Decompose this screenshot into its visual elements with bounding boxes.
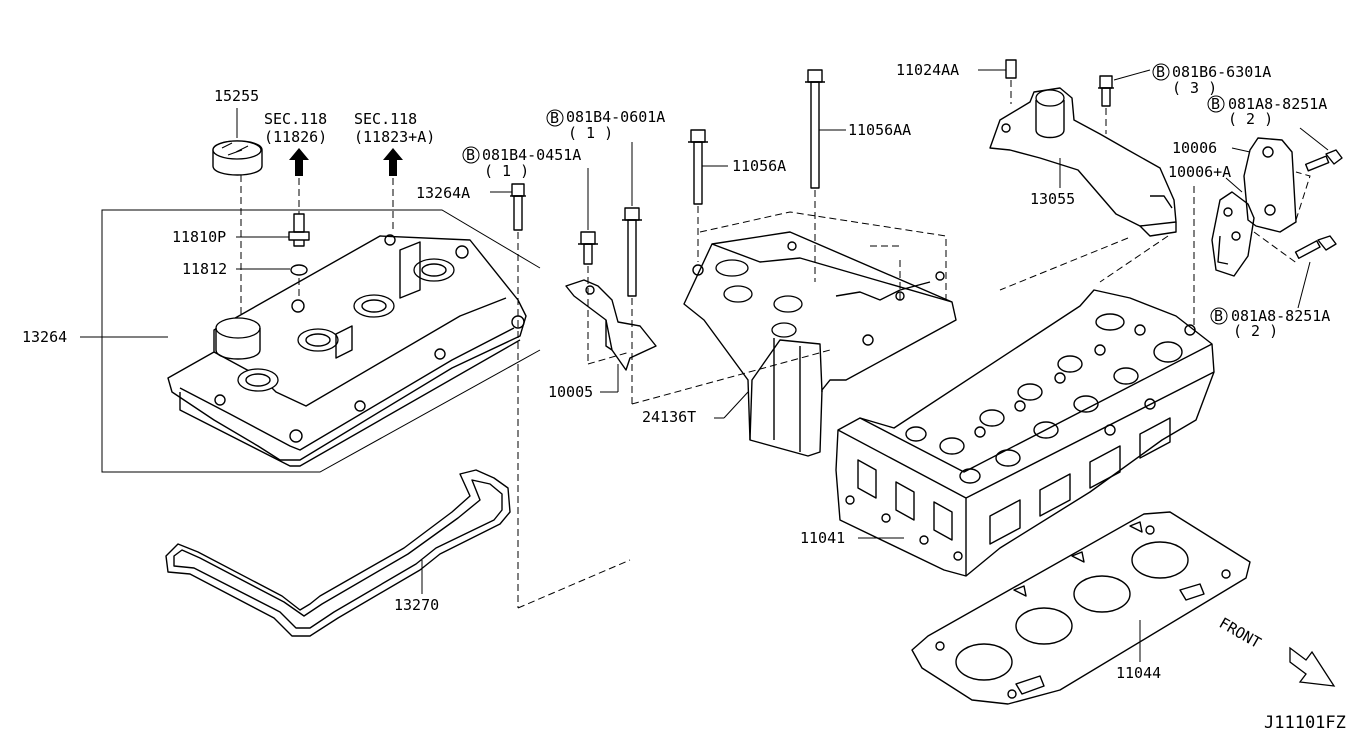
label-13264: 13264	[22, 328, 67, 346]
bolt-081A8-8251A-lower[interactable]	[1294, 235, 1337, 309]
label-11056AA: 11056AA	[848, 121, 911, 139]
bolt-081A8-8251A-upper[interactable]	[1299, 127, 1343, 172]
head-gasket[interactable]	[911, 511, 1251, 705]
label-13264A: 13264A	[416, 184, 470, 202]
bolt-marker-icon: B	[1152, 63, 1170, 81]
front-arrow-icon	[1289, 646, 1336, 687]
rocker-cover-gasket[interactable]	[165, 469, 511, 637]
oil-filler-cap[interactable]	[212, 108, 263, 176]
label-081A8-8251A-lower: 081A8-8251A	[1231, 307, 1330, 325]
label-081B4-0601A-qty: ( 1 )	[568, 124, 613, 142]
bracket-13055[interactable]	[989, 87, 1177, 237]
label-11810P: 11810P	[172, 228, 226, 246]
label-081B6-6301A-qty: ( 3 )	[1172, 79, 1217, 97]
label-10006A: 10006+A	[1168, 163, 1231, 181]
bolt-marker-icon: B	[546, 109, 564, 127]
svg-text:B: B	[466, 146, 475, 164]
bracket-10006A[interactable]	[1211, 177, 1255, 277]
bolt-marker-icon: B	[462, 146, 480, 164]
label-10005: 10005	[548, 383, 593, 401]
dowel-pin[interactable]	[978, 59, 1017, 79]
bolt-081B4-0451A[interactable]	[578, 168, 598, 265]
label-081B4-0451A: 081B4-0451A	[482, 146, 581, 164]
label-081B6-6301A: 081B6-6301A	[1172, 63, 1271, 81]
label-081A8-8251A-lower-qty: ( 2 )	[1233, 322, 1278, 340]
label-11056A: 11056A	[732, 157, 786, 175]
label-sec118-11826-ref[interactable]: (11826)	[264, 128, 327, 146]
svg-text:B: B	[550, 109, 559, 127]
label-11044: 11044	[1116, 664, 1161, 682]
bracket-10005[interactable]	[565, 279, 657, 393]
label-sec118-11823A[interactable]: SEC.118	[354, 110, 417, 128]
svg-text:B: B	[1211, 95, 1220, 113]
label-15255: 15255	[214, 87, 259, 105]
label-11041: 11041	[800, 529, 845, 547]
pcv-valve[interactable]	[236, 213, 310, 247]
arrow-up-icon	[289, 148, 309, 176]
bolt-11056A[interactable]	[688, 129, 728, 205]
bolt-marker-icon: B	[1210, 307, 1228, 325]
label-11812: 11812	[182, 260, 227, 278]
bolt-13264A[interactable]	[490, 183, 526, 231]
bolt-11056AA[interactable]	[805, 69, 846, 189]
bracket-10006[interactable]	[1231, 137, 1297, 233]
label-11024AA: 11024AA	[896, 61, 959, 79]
svg-text:B: B	[1156, 63, 1165, 81]
diagram-code: J11101FZ	[1264, 713, 1346, 733]
label-081B4-0451A-qty: ( 1 )	[484, 162, 529, 180]
rocker-cover[interactable]	[102, 234, 527, 467]
arrow-up-icon	[383, 148, 403, 176]
label-10006: 10006	[1172, 139, 1217, 157]
label-sec118-11826[interactable]: SEC.118	[264, 110, 327, 128]
front-label: FRONT	[1216, 614, 1264, 652]
label-sec118-11823A-ref[interactable]: (11823+A)	[354, 128, 435, 146]
bolt-081B4-0601A[interactable]	[622, 142, 642, 297]
bracket-24136T[interactable]	[683, 231, 957, 457]
bolt-marker-icon: B	[1207, 95, 1225, 113]
cylinder-head[interactable]	[835, 289, 1215, 577]
label-081A8-8251A-upper: 081A8-8251A	[1228, 95, 1327, 113]
svg-text:B: B	[1214, 307, 1223, 325]
label-081B4-0601A: 081B4-0601A	[566, 108, 665, 126]
label-081A8-8251A-upper-qty: ( 2 )	[1228, 110, 1273, 128]
label-13055: 13055	[1030, 190, 1075, 208]
label-24136T: 24136T	[642, 408, 696, 426]
bolt-081B6-6301A[interactable]	[1098, 69, 1151, 107]
rocker-cover-group	[80, 209, 541, 473]
label-13270: 13270	[394, 596, 439, 614]
o-ring[interactable]	[236, 264, 308, 276]
